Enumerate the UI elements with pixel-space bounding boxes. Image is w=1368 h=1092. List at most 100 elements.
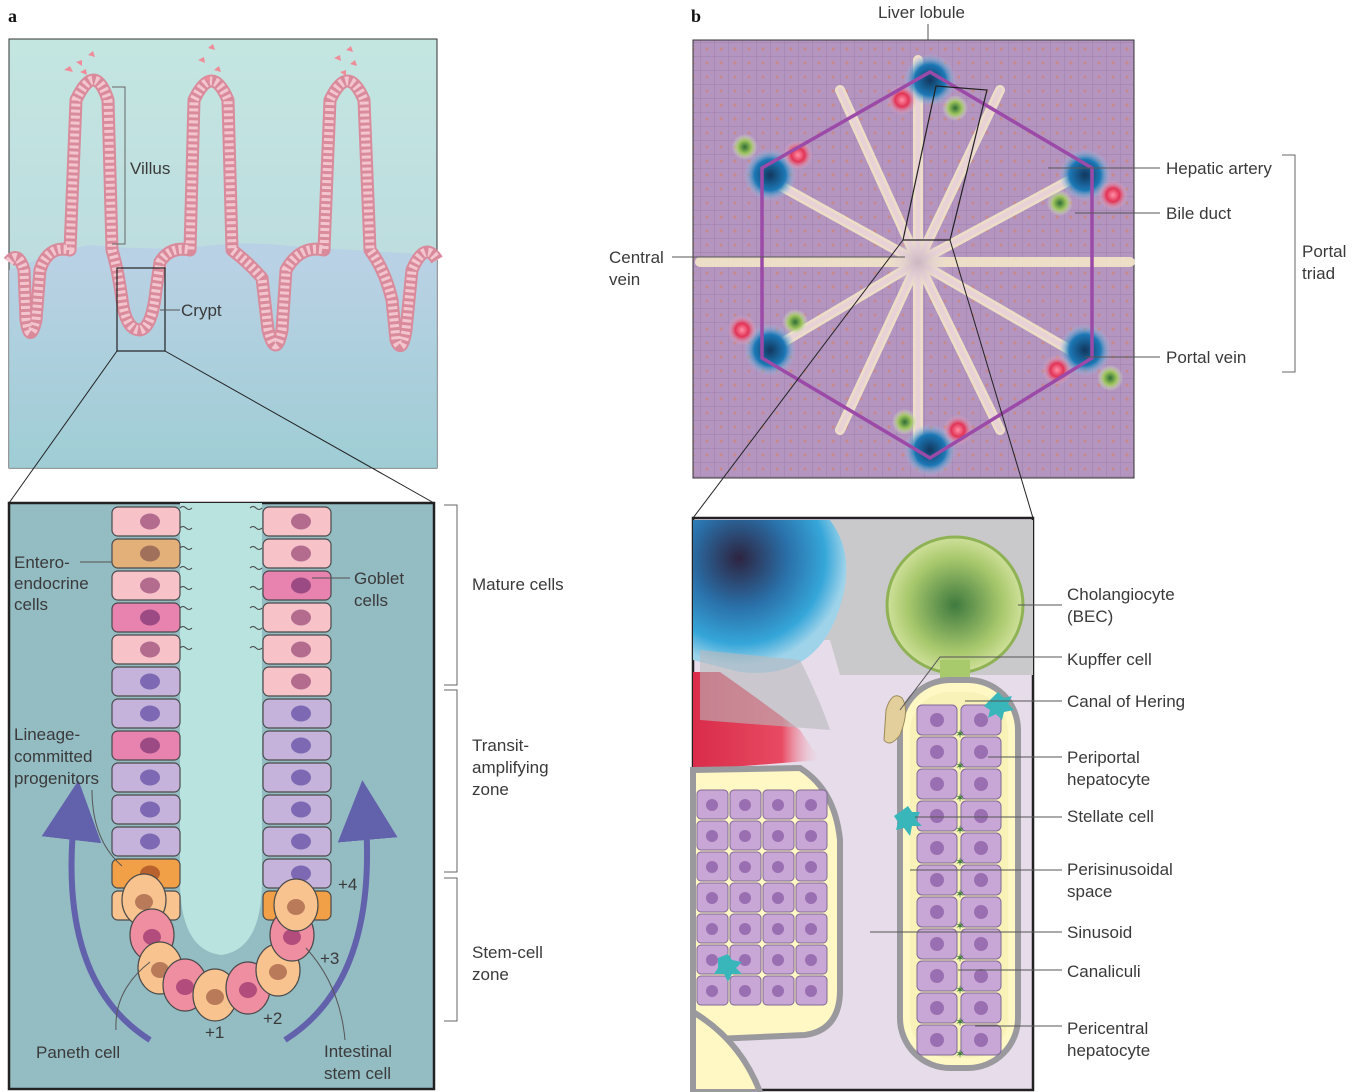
position-1-label: +1 xyxy=(205,1023,224,1042)
kupffer-label: Kupffer cell xyxy=(1067,650,1152,669)
crypt-left-nucleus xyxy=(140,546,160,562)
bile-duct xyxy=(732,134,758,160)
zone-brackets: Mature cells Transit- amplifying zone St… xyxy=(444,505,564,1021)
sinusoid-detail: ✶✶✶✶✶✶✶✶✶✶✶ xyxy=(693,518,1033,1092)
crypt-detail: Entero- endocrine cells Goblet cells Lin… xyxy=(9,503,434,1089)
hepatocyte-nucleus xyxy=(930,937,944,951)
hepatic-artery-label: Hepatic artery xyxy=(1166,159,1272,178)
hepatocyte-nucleus xyxy=(772,861,784,873)
hepatocyte-nucleus xyxy=(974,937,988,951)
enteroendocrine-label-3: cells xyxy=(14,595,48,614)
crypt-left-nucleus xyxy=(140,578,160,594)
portal-vein-label: Portal vein xyxy=(1166,348,1246,367)
position-3-label: +3 xyxy=(320,949,339,968)
perisinusoidal-label-2: space xyxy=(1067,882,1112,901)
stemzone-label-1: Stem-cell xyxy=(472,943,543,962)
hepatocyte-nucleus xyxy=(930,809,944,823)
stem-cell-label-2: stem cell xyxy=(324,1064,391,1083)
transit-label-1: Transit- xyxy=(472,736,529,755)
liver-lobule-label: Liver lobule xyxy=(878,3,965,22)
hepatocyte-nucleus xyxy=(930,1033,944,1047)
hepatocyte-nucleus xyxy=(974,777,988,791)
hepatocyte-nucleus xyxy=(772,923,784,935)
villi-overview: Villus Crypt xyxy=(9,39,437,468)
hepatocyte-nucleus xyxy=(805,799,817,811)
hepatocyte-nucleus xyxy=(930,905,944,919)
sinusoid-label: Sinusoid xyxy=(1067,923,1132,942)
panel-b-letter: b xyxy=(691,6,701,26)
hepatocyte-nucleus xyxy=(772,830,784,842)
hepatic-artery xyxy=(1098,180,1128,210)
crypt-left-nucleus xyxy=(140,834,160,850)
hepatocyte-nucleus xyxy=(974,873,988,887)
perisinusoidal-label-1: Perisinusoidal xyxy=(1067,860,1173,879)
crypt-base-nucleus xyxy=(135,894,153,910)
hepatocyte-nucleus xyxy=(772,892,784,904)
crypt-right-nucleus xyxy=(291,674,311,690)
position-2-label: +2 xyxy=(263,1009,282,1028)
crypt-base-nucleus xyxy=(239,982,257,998)
canaliculi-label: Canaliculi xyxy=(1067,962,1141,981)
enteroendocrine-label-2: endocrine xyxy=(14,574,89,593)
pericentral-label-2: hepatocyte xyxy=(1067,1041,1150,1060)
hepatocyte-nucleus xyxy=(739,861,751,873)
hepatocyte-nucleus xyxy=(930,745,944,759)
crypt-label: Crypt xyxy=(181,301,222,320)
stemzone-label-2: zone xyxy=(472,965,509,984)
stem-cell-label-1: Intestinal xyxy=(324,1042,392,1061)
position-4-label: +4 xyxy=(338,875,357,894)
crypt-right-nucleus xyxy=(291,802,311,818)
canaliculus-icon: ✶ xyxy=(955,1047,965,1061)
hepatocyte-nucleus xyxy=(930,873,944,887)
hepatocyte-nucleus xyxy=(974,713,988,727)
crypt-right-nucleus xyxy=(291,642,311,658)
crypt-left-nucleus xyxy=(140,610,160,626)
paneth-label: Paneth cell xyxy=(36,1043,120,1062)
pericentral-label-1: Pericentral xyxy=(1067,1019,1148,1038)
crypt-right-nucleus xyxy=(291,706,311,722)
hepatocyte-nucleus xyxy=(974,809,988,823)
hepatocyte-nucleus xyxy=(930,969,944,983)
panel-a-letter: a xyxy=(8,6,17,26)
hepatocyte-nucleus xyxy=(930,713,944,727)
cholangiocyte-label-1: Cholangiocyte xyxy=(1067,585,1175,604)
hepatocyte-nucleus xyxy=(706,923,718,935)
hepatocyte-nucleus xyxy=(805,923,817,935)
transit-label-3: zone xyxy=(472,780,509,799)
periportal-label-2: hepatocyte xyxy=(1067,770,1150,789)
hepatocyte-nucleus xyxy=(706,954,718,966)
hepatocyte-nucleus xyxy=(974,745,988,759)
crypt-right-nucleus xyxy=(291,610,311,626)
crypt-left-nucleus xyxy=(140,674,160,690)
crypt-left-nucleus xyxy=(140,514,160,530)
hepatocyte-nucleus xyxy=(930,1001,944,1015)
bile-duct xyxy=(1097,365,1123,391)
bile-duct xyxy=(782,309,808,335)
central-vein-label-1: Central xyxy=(609,248,664,267)
hepatocyte-nucleus xyxy=(706,799,718,811)
hepatocyte-nucleus xyxy=(974,905,988,919)
crypt-left-nucleus xyxy=(140,706,160,722)
hepatocyte-nucleus xyxy=(706,892,718,904)
lineage-label-2: committed xyxy=(14,747,92,766)
portal-triad-label-1: Portal xyxy=(1302,242,1346,261)
crypt-right-nucleus xyxy=(291,546,311,562)
hepatocyte-nucleus xyxy=(739,923,751,935)
crypt-right-nucleus xyxy=(291,834,311,850)
goblet-label-1: Goblet xyxy=(354,569,404,588)
hepatocyte-nucleus xyxy=(706,830,718,842)
stellate-label: Stellate cell xyxy=(1067,807,1154,826)
hepatocyte-nucleus xyxy=(805,861,817,873)
hepatocyte-nucleus xyxy=(739,954,751,966)
periportal-label-1: Periportal xyxy=(1067,748,1140,767)
hepatocyte-nucleus xyxy=(930,777,944,791)
hepatocyte-nucleus xyxy=(739,799,751,811)
crypt-base-nucleus xyxy=(176,979,194,995)
cholangiocyte-label-2: (BEC) xyxy=(1067,607,1113,626)
transit-label-2: amplifying xyxy=(472,758,549,777)
crypt-right-nucleus xyxy=(291,514,311,530)
crypt-base-nucleus xyxy=(287,899,305,915)
hepatocyte-nucleus xyxy=(772,985,784,997)
hepatocyte-nucleus xyxy=(772,954,784,966)
